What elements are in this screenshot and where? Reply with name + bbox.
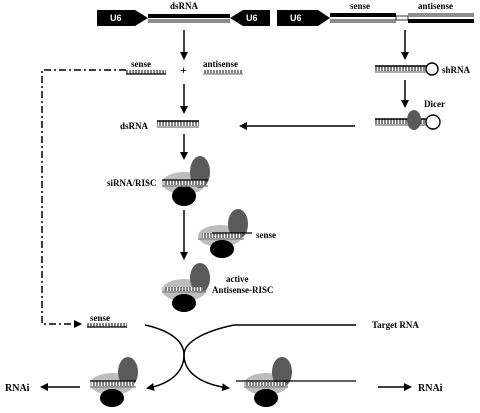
arrows — [40, 30, 412, 392]
br-hatch — [246, 382, 286, 386]
crossing-curve-to-left-rnai — [144, 324, 185, 391]
shrna-loop — [425, 62, 439, 76]
br-risc-dark — [272, 357, 292, 387]
active-antisense-risc: active Antisense-RISC — [162, 263, 274, 312]
antisense-strand-label: antisense — [203, 59, 238, 69]
sirna-risc-complex: siRNA/RISC — [107, 156, 210, 206]
active-risc-dark — [190, 263, 210, 293]
sense-segment-label: sense — [350, 1, 370, 11]
bl-risc-dark — [118, 357, 138, 387]
sense-release-label: sense — [256, 230, 276, 240]
sense-segment-bottom — [330, 19, 396, 23]
bl-hatch — [92, 381, 134, 386]
active-label-line2: Antisense-RISC — [212, 285, 274, 295]
u6-promoter-arrow — [277, 10, 330, 26]
u6-promoter-left-label: U6 — [110, 13, 122, 23]
antisense-segment-top — [408, 13, 474, 17]
sense-strand — [126, 70, 166, 74]
u6-promoter-right-label: U6 — [246, 13, 258, 23]
sense-bottom-label: sense — [90, 313, 110, 323]
u6-promoter-right-arrow — [230, 10, 270, 26]
separate-strands: sense + antisense — [126, 59, 243, 77]
dashdot-sense-path — [41, 69, 126, 328]
unwind-hatch — [202, 233, 242, 238]
dicer-complex: Dicer — [375, 99, 445, 130]
shrna-label: shRNA — [442, 65, 471, 75]
crossing-curve-to-right-cleavage — [183, 324, 235, 392]
sense-as-target: sense Target RNA — [87, 313, 419, 330]
rnai-left-label: RNAi — [5, 383, 30, 394]
dsrna-insert-bottom-strand — [148, 19, 230, 23]
shrna-hairpin: shRNA — [375, 62, 471, 76]
active-label-line1: active — [226, 274, 249, 284]
dsrna-duplex: dsRNA — [120, 120, 199, 131]
target-rna-label: Target RNA — [372, 320, 419, 330]
dsrna-insert-top-strand — [148, 14, 230, 18]
risc-target-cleavage: RNAi — [236, 357, 443, 407]
unwind-risc-dark — [228, 209, 248, 239]
u6-promoter-left-arrow — [97, 10, 148, 26]
sense-bottom-hatch — [87, 323, 127, 327]
unwinding-complex: sense — [198, 209, 276, 258]
dicer-hairpin-loop — [425, 114, 441, 130]
shrna-stem-hatch — [375, 66, 427, 71]
sense-segment-top — [330, 13, 396, 17]
risc-sense-cleavage: RNAi — [5, 357, 138, 407]
loop-gap — [395, 15, 409, 21]
sense-strand-label: sense — [131, 59, 151, 69]
dicer-enzyme — [407, 110, 421, 130]
dsrna-expression-construct: U6 U6 dsRNA — [97, 1, 270, 26]
dsrna-insert-label: dsRNA — [170, 1, 199, 11]
rnai-right-label: RNAi — [418, 383, 443, 394]
dsrna-hatch — [157, 121, 199, 126]
shrna-expression-construct: U6 sense antisense — [277, 1, 474, 26]
plus-sign: + — [180, 63, 187, 77]
antisense-segment-bottom — [408, 19, 474, 23]
sirna-hatch — [165, 180, 205, 185]
antisense-segment-label: antisense — [418, 1, 453, 11]
antisense-strand — [203, 70, 243, 74]
risc-black-subunit — [172, 186, 196, 206]
br-risc-black — [254, 389, 278, 407]
dicer-stem-hatch — [375, 119, 427, 124]
bl-risc-black — [100, 389, 124, 407]
unwind-risc-black — [210, 240, 234, 258]
dicer-label: Dicer — [424, 99, 445, 109]
active-risc-black — [172, 294, 196, 312]
u6-promoter-label: U6 — [290, 13, 302, 23]
active-hatch — [165, 287, 203, 291]
dsrna-label: dsRNA — [120, 121, 149, 131]
sirna-risc-label: siRNA/RISC — [107, 178, 157, 188]
